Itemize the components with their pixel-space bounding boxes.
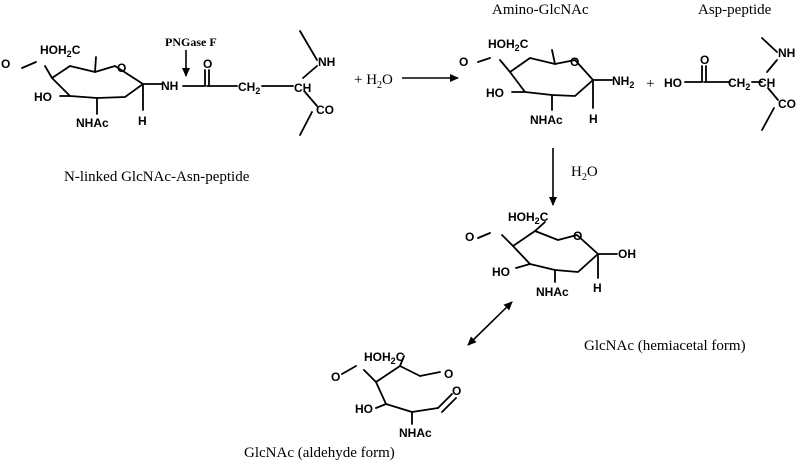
- ch-label: CH: [758, 76, 775, 90]
- glcnac-aldehyde-structure: HOH2C O O HO NHAc O: [331, 350, 461, 440]
- nh2-label: NH2: [612, 74, 634, 90]
- glcnac-asn-peptide-structure: HOH2C O O HO NHAc H NH O CH2 CH NH CO PN…: [1, 30, 335, 136]
- nhac-label: NHAc: [76, 116, 109, 130]
- hoh2c-label: HOH2C: [488, 37, 529, 53]
- glcnac-hemiacetal-structure: HOH2C O O HO NHAc H OH: [465, 210, 636, 299]
- ring-oxygen-label: O: [570, 55, 579, 69]
- ring-oxygen-label: O: [573, 229, 582, 243]
- ho-label: HO: [492, 265, 510, 279]
- co-label: CO: [316, 103, 334, 117]
- hoh2c-label: HOH2C: [508, 210, 549, 226]
- aldehyde-caption: GlcNAc (aldehyde form): [244, 445, 395, 461]
- ho-label: HO: [34, 90, 52, 104]
- nhac-label: NHAc: [536, 285, 569, 299]
- hoh2c-label: HOH2C: [364, 350, 405, 366]
- nhac-label: NHAc: [399, 426, 432, 440]
- amino-glcnac-structure: HOH2C O O HO NHAc H NH2: [459, 37, 634, 127]
- nh-link-label: NH: [161, 79, 178, 93]
- methoxy-o-label: O: [1, 57, 10, 71]
- ring-oxygen-label: O: [117, 61, 126, 75]
- oxygen-label: O: [444, 367, 453, 381]
- carbonyl-o-label: O: [203, 57, 212, 71]
- asp-peptide-caption: Asp-peptide: [698, 2, 772, 18]
- methoxy-o-label: O: [465, 230, 474, 244]
- ho-label: HO: [355, 402, 373, 416]
- h-label: H: [138, 114, 147, 128]
- nh-peptide-label: NH: [318, 55, 335, 69]
- methoxy-o-label: O: [459, 55, 468, 69]
- plus-sign: +: [646, 76, 654, 92]
- nh-label: NH: [778, 46, 795, 60]
- asp-peptide-structure: HO O CH2 CH NH CO: [664, 37, 796, 131]
- oh-label: OH: [618, 247, 636, 261]
- amino-glcnac-caption: Amino-GlcNAc: [492, 2, 589, 18]
- hoh2c-label: HOH2C: [40, 43, 81, 59]
- nhac-label: NHAc: [530, 113, 563, 127]
- equilibrium-arrow: [467, 301, 513, 346]
- ho-label: HO: [486, 86, 504, 100]
- h-label: H: [589, 112, 598, 126]
- co-label: CO: [778, 97, 796, 111]
- hemiacetal-caption: GlcNAc (hemiacetal form): [584, 338, 746, 354]
- aldehyde-o-label: O: [452, 384, 461, 398]
- h-label: H: [593, 281, 602, 295]
- ch-label: CH: [294, 81, 311, 95]
- ho-acid-label: HO: [664, 76, 682, 90]
- ch2-label: CH2: [238, 80, 260, 96]
- carbonyl-o-label: O: [700, 53, 709, 67]
- ch2-label: CH2: [728, 76, 750, 92]
- methoxy-o-label: O: [331, 370, 340, 384]
- enzyme-label: PNGase F: [165, 35, 217, 49]
- hydrolysis-water-label: H2O: [571, 164, 598, 183]
- substrate-caption: N-linked GlcNAc-Asn-peptide: [64, 169, 250, 185]
- plus-water-label: + H2O: [354, 72, 393, 91]
